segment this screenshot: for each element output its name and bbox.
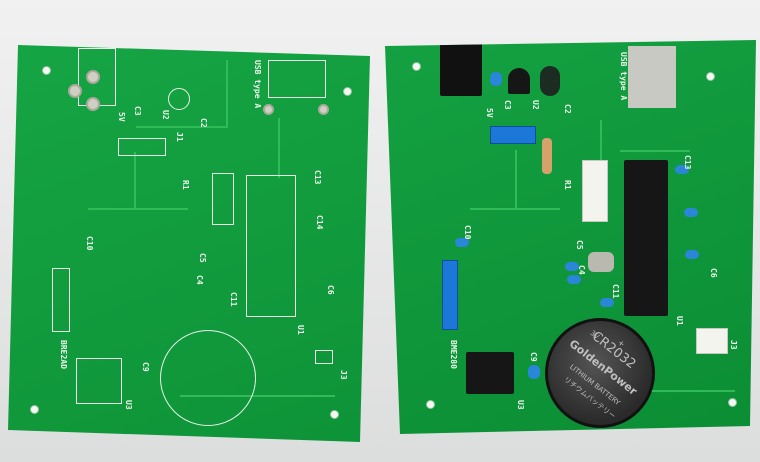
capacitor-c14 (684, 208, 698, 217)
label-c5: C5 (198, 253, 207, 263)
header-footprint (118, 138, 166, 156)
label-5v: 5V (485, 108, 494, 118)
label-u1: U1 (296, 325, 305, 335)
label-j3: J3 (729, 340, 738, 350)
label-r1: R1 (181, 180, 190, 190)
j3-footprint (315, 350, 333, 364)
label-c13: C13 (683, 155, 692, 170)
pad (263, 104, 274, 115)
label-c4: C4 (577, 265, 586, 275)
trace (226, 60, 228, 128)
label-c2: C2 (563, 104, 572, 114)
label-usb: USB type A (619, 52, 628, 101)
mount-hole (42, 66, 51, 75)
label-j3: J3 (339, 370, 348, 380)
label-c6: C6 (709, 268, 718, 278)
mount-hole (706, 72, 715, 81)
label-c10: C10 (463, 225, 472, 240)
label-u3: U3 (124, 400, 133, 410)
cap-footprint (168, 88, 190, 110)
label-c6: C6 (326, 285, 335, 295)
pad (86, 70, 100, 84)
bme280-header (442, 260, 458, 330)
capacitor-c9 (528, 365, 540, 379)
mount-hole (412, 62, 421, 71)
header-footprint (212, 173, 234, 225)
label-bread: BRE2AD (59, 340, 68, 369)
pad (86, 97, 100, 111)
u3-footprint (76, 358, 122, 404)
label-usb: USB type A (253, 60, 262, 109)
connector-j2 (582, 160, 608, 222)
trace (180, 395, 335, 397)
label-u2: U2 (531, 100, 540, 110)
microcontroller-u1 (624, 160, 668, 316)
voltage-regulator-u2 (508, 68, 530, 94)
trace (88, 208, 188, 210)
trace (278, 118, 280, 178)
capacitor-c11 (600, 298, 614, 307)
label-c11: C11 (229, 292, 238, 307)
bme280-footprint (52, 268, 70, 332)
label-5v: 5V (117, 112, 126, 122)
connector-j3 (696, 328, 728, 354)
mount-hole (30, 405, 39, 414)
capacitor-c6 (685, 250, 699, 259)
header-j1 (490, 126, 536, 144)
capacitor-c3 (490, 72, 502, 86)
label-c3: C3 (133, 106, 142, 116)
label-c14: C14 (315, 215, 324, 230)
resistor-r1 (542, 138, 552, 174)
trace (515, 150, 517, 210)
label-bme280: BME280 (449, 340, 458, 369)
trace (136, 126, 226, 128)
label-u1: U1 (675, 316, 684, 326)
crystal-oscillator (588, 252, 614, 272)
pad (318, 104, 329, 115)
capacitor-c4 (567, 275, 581, 284)
battery-footprint (160, 330, 256, 426)
label-r1: R1 (563, 180, 572, 190)
ic-footprint (246, 175, 296, 317)
electrolytic-capacitor-c2 (540, 66, 560, 96)
capacitor-c5 (565, 262, 579, 271)
pad (68, 84, 82, 98)
label-c11: C11 (611, 284, 620, 299)
label-c9: C9 (529, 352, 538, 362)
label-j1: J1 (175, 132, 184, 142)
mount-hole (426, 400, 435, 409)
ic-socket-u3 (466, 352, 514, 394)
label-c2: C2 (199, 118, 208, 128)
capacitor-c10 (455, 238, 469, 247)
coin-cell-battery: 3V + CR2032 GoldenPower LITHIUM BATTERY … (545, 318, 655, 428)
capacitor-c13 (675, 165, 689, 174)
label-u3: U3 (516, 400, 525, 410)
label-c13: C13 (313, 170, 322, 185)
usb-footprint (268, 60, 326, 98)
trace (620, 150, 690, 152)
label-c3b: C5 (575, 240, 584, 250)
mount-hole (330, 410, 339, 419)
label-c3: C3 (503, 100, 512, 110)
label-c10: C10 (85, 236, 94, 251)
label-c9: C9 (141, 362, 150, 372)
label-u2: U2 (161, 110, 170, 120)
mount-hole (343, 87, 352, 96)
label-c4: C4 (195, 275, 204, 285)
usb-type-a-port (628, 46, 676, 108)
dc-power-jack (440, 40, 482, 96)
trace (134, 152, 136, 208)
mount-hole (728, 398, 737, 407)
